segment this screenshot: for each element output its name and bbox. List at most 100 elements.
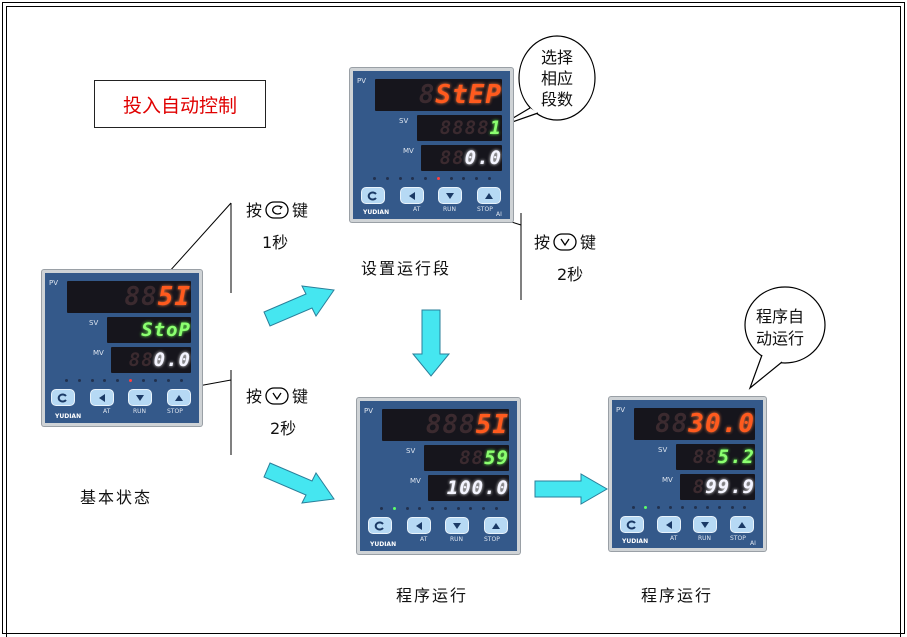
button-row: [620, 516, 754, 533]
bubble-line: 段数: [541, 90, 574, 109]
mv-value: 0.0: [153, 349, 191, 371]
stop-tag: STOP: [484, 536, 500, 543]
mv-value: 0.0: [464, 147, 502, 169]
down-key-icon: [265, 386, 289, 409]
sv-tag: SV: [399, 117, 409, 125]
pv-tag: PV: [616, 406, 626, 414]
down-arrow-icon: [136, 394, 145, 401]
set-segment-caption: 设置运行段: [361, 259, 452, 278]
rotate-icon: [626, 520, 636, 529]
down-button[interactable]: [128, 389, 153, 406]
up-button[interactable]: [476, 187, 501, 204]
sv-value: 1: [489, 117, 502, 139]
left-button[interactable]: [89, 389, 114, 406]
mv-tag: MV: [93, 349, 104, 357]
program-run-caption-1: 程序运行: [396, 586, 469, 605]
set-button[interactable]: [620, 516, 644, 533]
down-button[interactable]: [445, 517, 470, 534]
status-leds: [380, 507, 498, 510]
at-tag: AT: [670, 535, 678, 542]
key-text: 键: [292, 387, 309, 406]
mv-value: 99.9: [705, 476, 755, 498]
run-tag: RUN: [443, 206, 457, 213]
arrow-to-auto-run: [534, 473, 609, 505]
set-button[interactable]: [361, 187, 385, 204]
pv-tag: PV: [49, 279, 59, 287]
brand-logo: YUDIAN: [55, 413, 82, 420]
stop-tag: STOP: [730, 535, 746, 542]
at-tag: AT: [413, 206, 421, 213]
pv-value: 5I: [475, 410, 509, 440]
set-button[interactable]: [51, 389, 75, 406]
up-arrow-icon: [737, 521, 746, 528]
pv-value: 30.0: [688, 409, 755, 439]
press-text: 按: [246, 201, 263, 220]
stop-tag: STOP: [477, 206, 493, 213]
down-arrow-icon: [453, 522, 462, 529]
set-button[interactable]: [368, 517, 392, 534]
pv-value: 5I: [157, 282, 191, 312]
up-arrow-icon: [174, 394, 183, 401]
key-text: 键: [292, 201, 309, 220]
mv-tag: MV: [662, 476, 673, 484]
press-text: 按: [246, 387, 263, 406]
left-button[interactable]: [406, 517, 431, 534]
pv-tag: PV: [364, 407, 374, 415]
sv-tag: SV: [89, 319, 99, 327]
rotate-icon: [367, 191, 377, 200]
brand-logo: YUDIAN: [363, 209, 390, 216]
run-tag: RUN: [450, 536, 464, 543]
sv-value: 5.2: [717, 446, 755, 468]
arrow-down-to-program-run: [411, 309, 451, 377]
select-segment-bubble: 选择 相应 段数: [541, 47, 573, 110]
down-arrow-icon: [701, 521, 710, 528]
press-down-key2-time: 2秒: [557, 265, 584, 284]
up-button[interactable]: [166, 389, 191, 406]
up-button[interactable]: [483, 517, 508, 534]
at-tag: AT: [420, 536, 428, 543]
left-button[interactable]: [399, 187, 424, 204]
button-row: [368, 517, 508, 534]
press-down-key2-label: 按键: [534, 229, 596, 255]
press-down-key-time: 2秒: [270, 419, 297, 438]
press-set-key-time: 1秒: [262, 233, 289, 252]
mv-display: 100.0: [428, 475, 509, 501]
brand-logo: YUDIAN: [622, 538, 649, 545]
sv-value: StoP: [141, 319, 191, 341]
status-leds: [373, 177, 491, 180]
arrow-to-set-segment: [263, 285, 335, 327]
bubble-line: 选择: [541, 48, 574, 67]
mv-tag: MV: [410, 477, 421, 485]
down-arrow-icon: [446, 192, 455, 199]
status-leds: [632, 506, 746, 509]
inner-frame: [6, 6, 901, 637]
down-button[interactable]: [693, 516, 718, 533]
bubble-line: 相应: [541, 69, 574, 88]
up-button[interactable]: [729, 516, 754, 533]
run-tag: RUN: [698, 535, 712, 542]
pv-value: StEP: [435, 80, 502, 110]
press-set-key-label: 按键: [246, 197, 308, 223]
stop-tag: STOP: [167, 408, 183, 415]
press-down-key-label: 按键: [246, 383, 308, 409]
bubble-line: 程序自: [756, 307, 805, 326]
bubble-line: 动运行: [756, 329, 805, 348]
down-button[interactable]: [438, 187, 463, 204]
sv-tag: SV: [658, 446, 668, 454]
run-tag: RUN: [133, 408, 147, 415]
brand-logo: YUDIAN: [370, 541, 397, 548]
left-button[interactable]: [656, 516, 681, 533]
